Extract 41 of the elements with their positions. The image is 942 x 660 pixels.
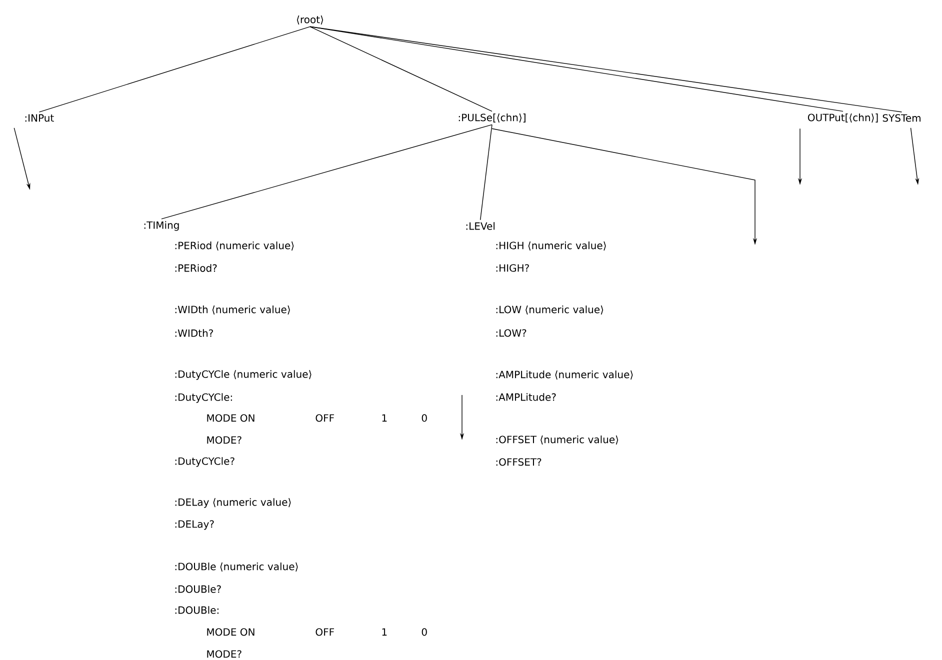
command-label: :DOUBle ⟨numeric value⟩ bbox=[175, 562, 298, 572]
command-label: :OFFSET? bbox=[496, 458, 542, 466]
command-label: 0 bbox=[422, 628, 427, 636]
command-label: ⟨root⟩ bbox=[296, 16, 324, 24]
command-label: :WIDth? bbox=[175, 329, 213, 337]
command-label: :DutyCYCle ⟨numeric value⟩ bbox=[175, 370, 312, 380]
command-label: :OFFSET ⟨numeric value⟩ bbox=[496, 436, 618, 444]
command-label: :PERiod ⟨numeric value⟩ bbox=[175, 242, 294, 250]
command-label: MODE ON bbox=[207, 628, 254, 636]
command-label: :DOUBle: bbox=[175, 606, 218, 614]
connector-line bbox=[480, 124, 492, 220]
command-label: OFF bbox=[316, 628, 334, 636]
command-label: :INPut bbox=[25, 114, 54, 122]
command-label: :DutyCYCle? bbox=[175, 457, 234, 467]
command-label: :TIMing bbox=[144, 221, 179, 231]
connector-line bbox=[161, 124, 492, 220]
command-label: :DOUBle? bbox=[175, 585, 221, 593]
command-label: :AMPLitude ⟨numeric value⟩ bbox=[496, 370, 633, 380]
command-label: :DELay ⟨numeric value⟩ bbox=[175, 498, 291, 508]
command-label: :LOW ⟨numeric value⟩ bbox=[496, 306, 604, 314]
command-label: MODE ON bbox=[207, 414, 254, 422]
connector-line bbox=[38, 26, 310, 112]
command-label: :DELay? bbox=[175, 520, 214, 530]
command-label: :WIDth ⟨numeric value⟩ bbox=[175, 306, 290, 314]
command-label: MODE? bbox=[207, 650, 242, 658]
command-label: :PULSe[⟨chn⟩] bbox=[458, 114, 526, 122]
command-label: :LOW? bbox=[496, 329, 526, 337]
connector-line bbox=[310, 26, 492, 112]
command-label: 1 bbox=[382, 628, 387, 636]
command-label: SYSTem bbox=[882, 114, 920, 122]
command-label: :DutyCYCle: bbox=[175, 393, 232, 403]
command-label: :AMPLitude? bbox=[496, 393, 556, 401]
command-label: OFF bbox=[316, 414, 334, 422]
command-label: :HIGH ⟨numeric value⟩ bbox=[496, 242, 606, 250]
command-label: 0 bbox=[422, 414, 427, 422]
command-label: :HIGH? bbox=[496, 264, 529, 272]
command-label: 1 bbox=[382, 414, 387, 422]
command-label: :PERiod? bbox=[175, 264, 217, 272]
command-label: :LEVel bbox=[466, 222, 495, 230]
command-label: MODE? bbox=[207, 436, 242, 444]
command-label: OUTPut[⟨chn⟩] bbox=[808, 114, 878, 122]
